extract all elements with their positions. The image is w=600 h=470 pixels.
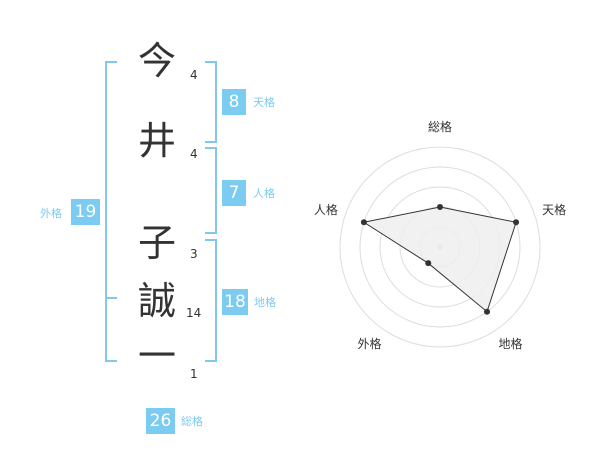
radar-point-1	[437, 204, 443, 210]
radar-point-3	[484, 308, 491, 315]
radar-point-4	[425, 260, 432, 267]
soukaku-label: 総格	[181, 415, 203, 428]
name-char-3: 子	[137, 221, 176, 265]
radar-axis-label-1: 総格	[428, 119, 452, 134]
radar-axis-label-5: 人格	[314, 202, 338, 217]
tenkaku-value-badge: 8	[222, 89, 246, 115]
radar-points	[360, 204, 520, 315]
radar-axis-label-3: 地格	[498, 336, 522, 351]
name-char-2: 井	[137, 119, 176, 163]
chikaku-value-badge: 18	[222, 289, 248, 315]
radar-axis-label-4: 外格	[357, 336, 381, 351]
tenkaku-label: 天格	[253, 96, 275, 109]
soukaku-value-badge: 26	[146, 408, 175, 434]
jinkaku-value-badge: 7	[222, 180, 246, 206]
jinkaku-bracket	[205, 147, 217, 234]
name-char-4: 誠	[137, 279, 176, 323]
chikaku-bracket	[205, 239, 217, 362]
gaikaku-bracket	[105, 61, 117, 362]
name-char-5: 一	[137, 334, 176, 378]
stroke-count-4: 14	[186, 306, 202, 320]
chikaku-label: 地格	[254, 296, 276, 309]
radar-axis-label-2: 天格	[542, 202, 566, 217]
name-char-1: 今	[137, 39, 176, 83]
gaikaku-bracket-divider	[105, 297, 117, 299]
radar-point-2	[513, 219, 520, 226]
radar-point-5	[360, 219, 367, 226]
jinkaku-label: 人格	[253, 187, 275, 200]
stroke-count-1: 4	[190, 68, 198, 82]
stroke-count-5: 1	[190, 367, 198, 381]
tenkaku-bracket	[205, 61, 217, 143]
radar-ring-4	[359, 166, 521, 328]
gaikaku-label: 外格	[40, 207, 62, 220]
stroke-count-2: 4	[190, 147, 198, 161]
stroke-count-3: 3	[190, 247, 198, 261]
radar-ring-5	[339, 146, 541, 348]
gaikaku-value-badge: 19	[71, 199, 100, 225]
radar-area	[362, 206, 517, 313]
